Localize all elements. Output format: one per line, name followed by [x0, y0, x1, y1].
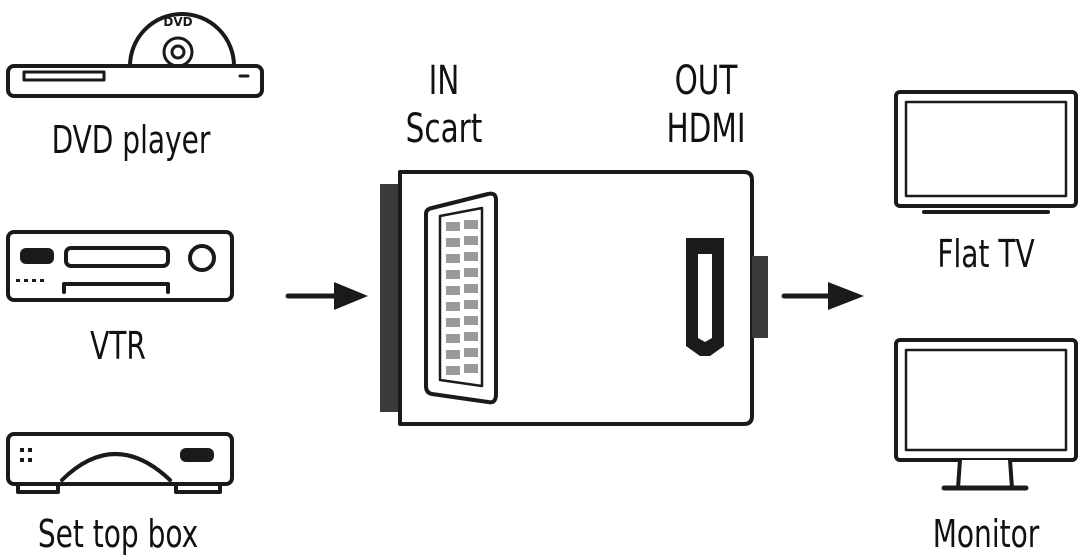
dvd-player-icon: DVD	[6, 12, 264, 98]
dvd-player-label: DVD player	[51, 118, 211, 162]
input-type: Scart	[405, 106, 483, 152]
output-header: OUT	[674, 58, 738, 104]
monitor-icon	[894, 338, 1078, 491]
scart-hdmi-adapter	[380, 170, 768, 426]
vtr-icon	[6, 230, 234, 302]
hdmi-port-icon	[686, 238, 724, 356]
set-top-box-icon	[6, 432, 234, 494]
output-type: HDMI	[666, 106, 746, 152]
set-top-box-label: Set top box	[37, 512, 199, 556]
dvd-disc-text: DVD	[163, 15, 192, 29]
adapter-hdmi-plug	[752, 256, 768, 338]
flat-tv-label: Flat TV	[937, 232, 1035, 276]
flat-tv-icon	[894, 90, 1078, 214]
input-header: IN	[428, 58, 460, 104]
scart-port-icon	[424, 191, 498, 405]
monitor-label: Monitor	[932, 512, 1040, 556]
vtr-label: VTR	[90, 324, 146, 368]
input-arrow	[285, 282, 368, 310]
adapter-side-plate	[380, 184, 400, 412]
output-arrow	[781, 282, 864, 310]
